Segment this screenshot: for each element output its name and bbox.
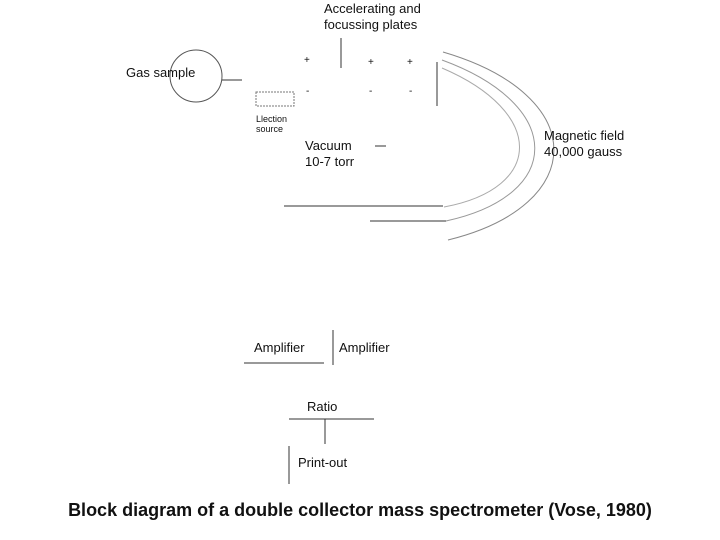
printout-label: Print-out	[298, 455, 348, 470]
plates-label-line1: Accelerating and	[324, 1, 421, 16]
vacuum-label-line2: 10-7 torr	[305, 154, 355, 169]
plate-minus-2: -	[369, 86, 373, 97]
magnetic-field-label-line2: 40,000 gauss	[544, 144, 623, 159]
amplifier-left-label: Amplifier	[254, 340, 305, 355]
ratio-label: Ratio	[307, 399, 338, 414]
plates-label-line2: focussing plates	[324, 17, 418, 32]
electron-source-label-line2: source	[256, 124, 284, 134]
plate-plus-3: +	[407, 57, 413, 68]
gas-sample-vessel	[169, 49, 223, 103]
electron-source-box	[255, 91, 295, 107]
plate-minus-1: -	[306, 86, 310, 97]
plate-plus-2: +	[368, 57, 374, 68]
vacuum-label-line1: Vacuum	[305, 138, 352, 153]
plate-plus-1: +	[304, 55, 310, 66]
flight-tube-arc-outer	[442, 51, 555, 241]
amplifier-right-label: Amplifier	[339, 340, 390, 355]
figure-caption: Block diagram of a double collector mass…	[68, 500, 652, 520]
flight-tube-arc-middle	[441, 59, 536, 222]
magnetic-field-label-line1: Magnetic field	[544, 128, 625, 143]
gas-sample-label: Gas sample	[126, 65, 196, 80]
plate-minus-3: -	[409, 86, 413, 97]
flight-tube-arc-inner	[441, 67, 520, 208]
electron-source-label-line1: Llection	[256, 114, 288, 124]
